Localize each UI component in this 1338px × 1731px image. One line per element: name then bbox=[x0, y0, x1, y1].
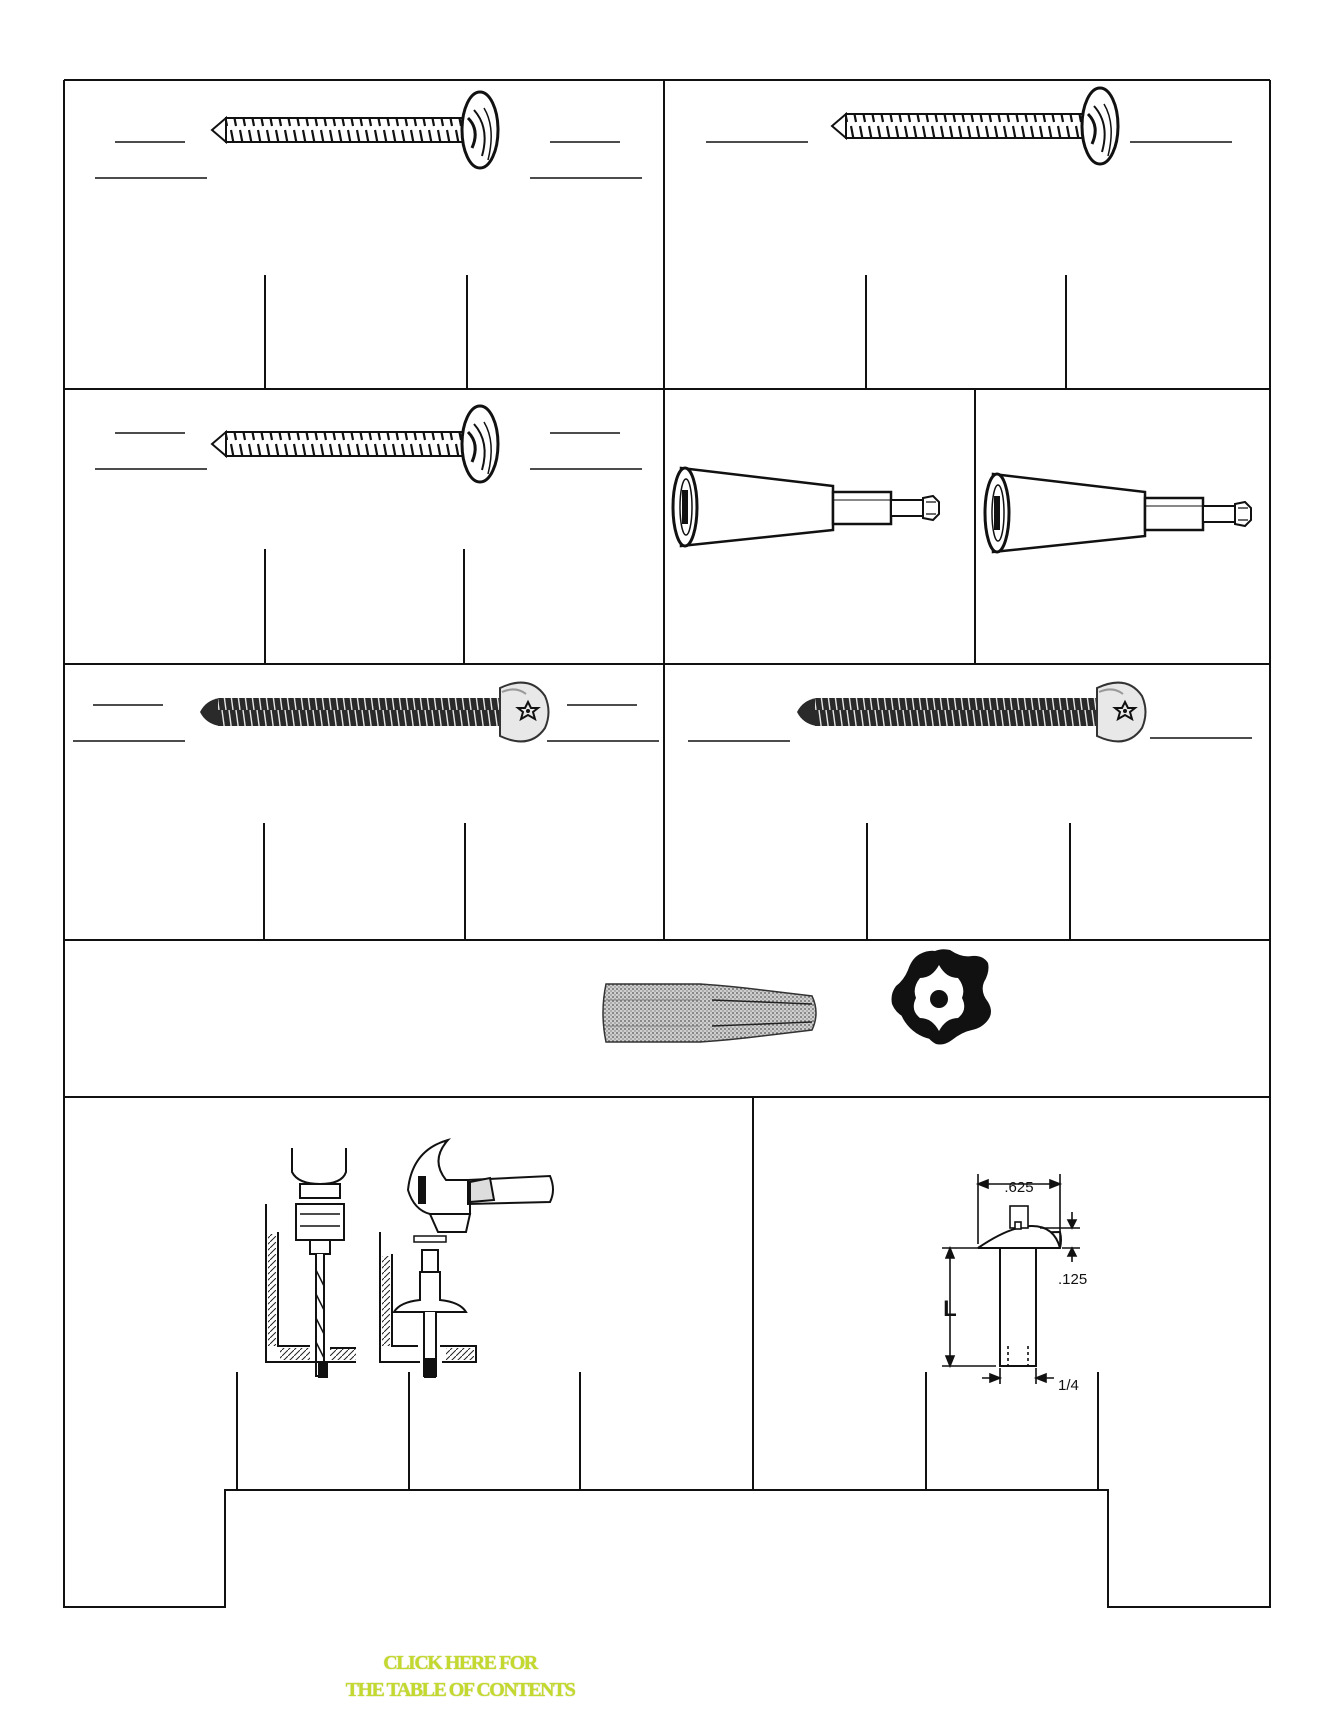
column-dividers bbox=[236, 275, 1099, 1490]
one-way-screw-icon bbox=[210, 404, 500, 484]
dim-head-height: .125 bbox=[1058, 1271, 1087, 1288]
label-rules bbox=[73, 141, 1252, 742]
torx-pin-recess-icon bbox=[891, 949, 991, 1045]
torx-pin-screw-icon bbox=[199, 681, 550, 743]
dim-head-diameter: .625 bbox=[1004, 1179, 1033, 1196]
drive-pin-install-icon bbox=[265, 1138, 554, 1378]
toc-link-line-2: THE TABLE OF CONTENTS bbox=[345, 1679, 576, 1701]
torx-pin-screw-icon bbox=[796, 681, 1147, 743]
dim-length: L bbox=[943, 1296, 956, 1321]
toc-link-line-1: CLICK HERE FOR bbox=[383, 1652, 538, 1674]
one-way-screw-icon bbox=[830, 86, 1120, 166]
table-grid bbox=[63, 79, 1271, 1608]
table-of-contents-link[interactable]: CLICK HERE FOR THE TABLE OF CONTENTS bbox=[260, 1650, 660, 1704]
one-way-removal-tool-icon bbox=[671, 466, 941, 548]
one-way-removal-tool-icon bbox=[983, 472, 1253, 554]
one-way-screw-icon bbox=[210, 90, 500, 170]
drive-pin-diagram-icon bbox=[942, 1174, 1080, 1384]
torx-bit-icon bbox=[602, 983, 817, 1043]
dim-shank: 1/4 bbox=[1058, 1377, 1079, 1394]
